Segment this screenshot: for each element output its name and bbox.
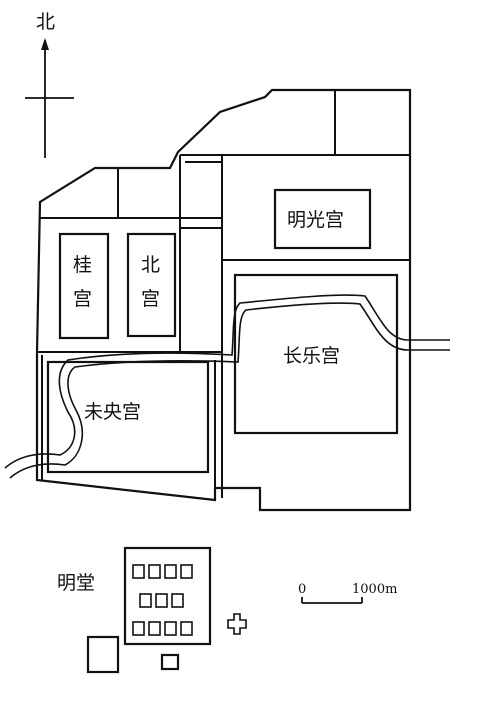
weiyang-palace-label: 未央宫 [84,401,141,423]
mingguang-palace-label: 明光宫 [287,209,344,231]
bei-palace-label-1: 北 [141,254,160,276]
mingguang-palace [273,188,372,250]
weiyang-palace [46,360,210,474]
bei-palace-label-2: 宫 [141,288,160,310]
scale-zero-label: 0 [298,582,306,597]
changle-palace [233,273,399,435]
city-wall [35,88,412,512]
changle-palace-label: 长乐宫 [283,345,340,367]
bei-palace [126,232,177,338]
mingtang-complex [86,546,247,674]
gui-palace-label-2: 宫 [73,288,92,310]
north-label: 北 [36,11,55,33]
street-grid [37,90,410,498]
gui-palace [58,232,110,340]
scale-bar [301,597,363,604]
scale-distance-label: 1000m [352,582,397,597]
north-arrow-icon [25,38,74,158]
cross-shaped-structure [227,613,247,635]
river [4,294,450,479]
mingtang-label: 明堂 [57,572,95,594]
gui-palace-label-1: 桂 [73,254,92,276]
